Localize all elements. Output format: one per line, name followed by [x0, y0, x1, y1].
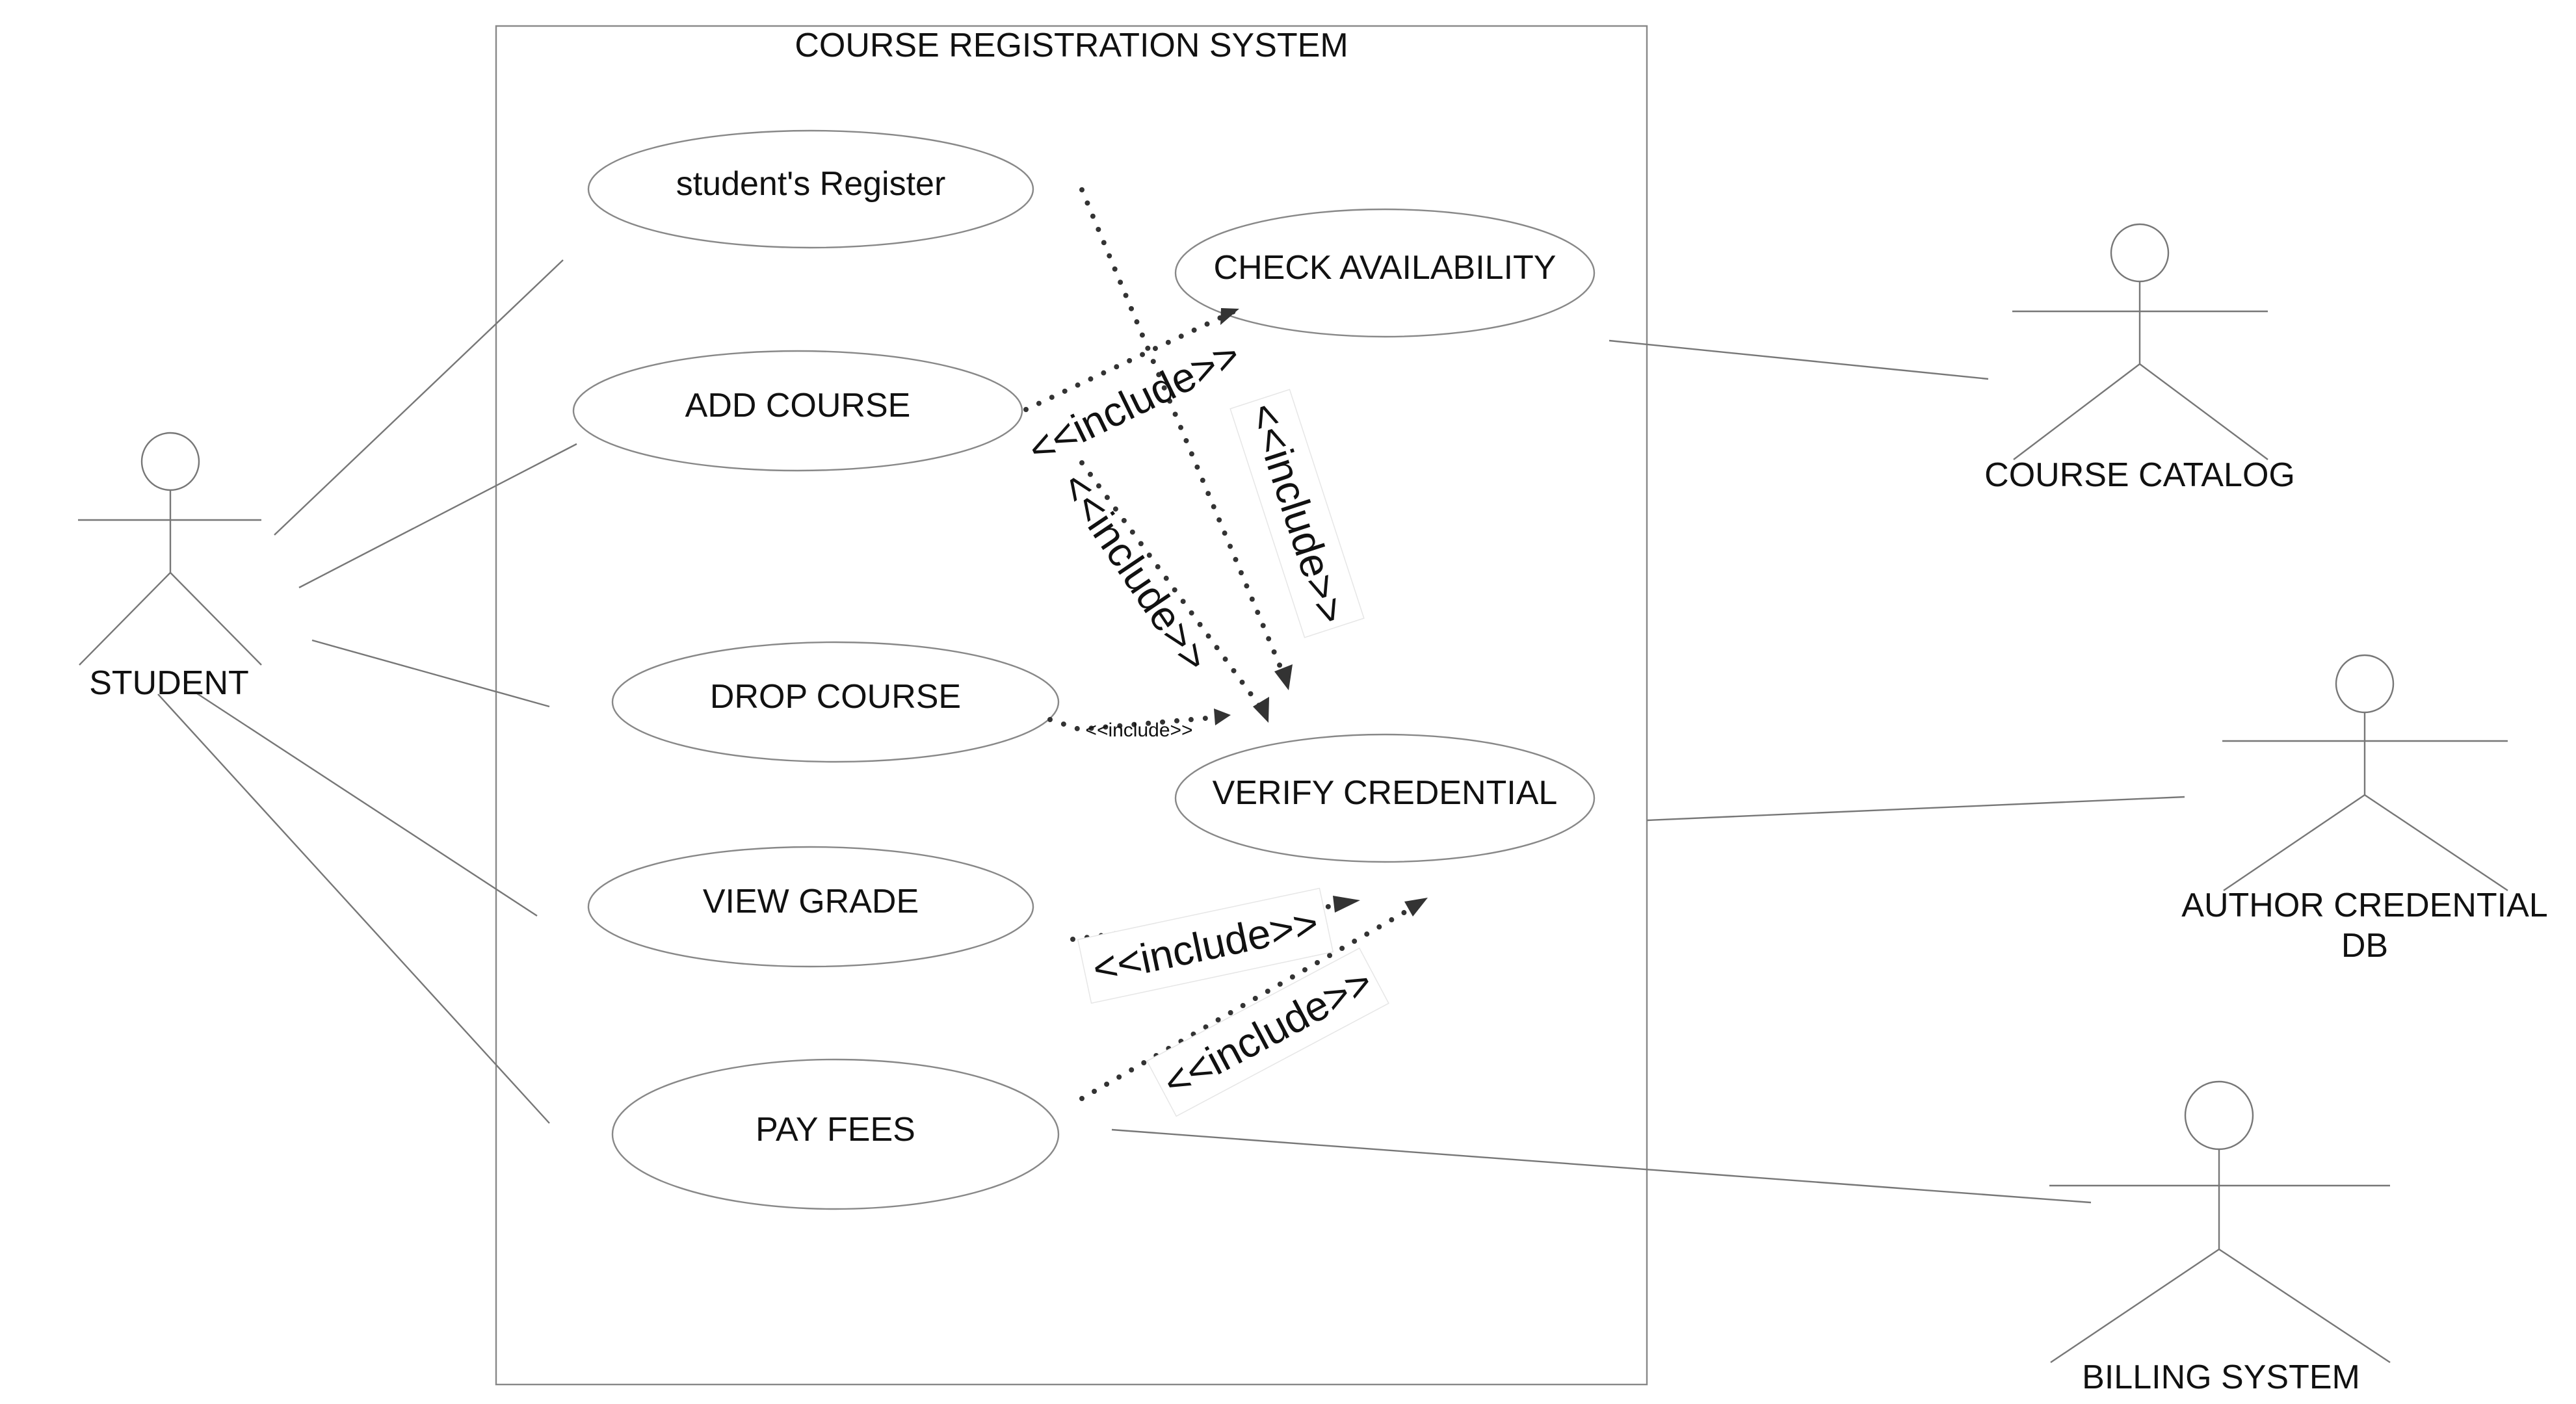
- include-arrowhead-add-to-check: [1220, 308, 1239, 325]
- assoc-student-add-course: [298, 443, 577, 589]
- use-case-view-grade[interactable]: VIEW GRADE: [587, 846, 1034, 968]
- actor-author-db-label-line2: DB: [2341, 927, 2388, 965]
- actor-author-credential-db[interactable]: AUTHOR CREDENTIAL DB: [2181, 654, 2548, 965]
- use-case-view-grade-label: VIEW GRADE: [703, 883, 919, 920]
- actor-billing-label: BILLING SYSTEM: [2082, 1358, 2360, 1396]
- use-case-register-label: student's Register: [676, 165, 946, 203]
- use-case-pay-fees[interactable]: PAY FEES: [611, 1058, 1060, 1210]
- use-case-add-course[interactable]: ADD COURSE: [572, 350, 1023, 472]
- include-arrowhead-add-to-verify: [1253, 697, 1269, 723]
- system-title: COURSE REGISTRATION SYSTEM: [795, 27, 1348, 64]
- actor-course-catalog-left-leg: [2013, 363, 2140, 460]
- actor-billing-system[interactable]: BILLING SYSTEM: [2049, 1080, 2391, 1396]
- assoc-check-availability-catalog: [1609, 339, 1989, 380]
- assoc-student-register: [274, 259, 564, 536]
- assoc-student-drop-course: [311, 639, 550, 708]
- include-arrow-drop-to-verify: [1047, 714, 1224, 733]
- actor-author-db-right-leg: [2364, 794, 2508, 891]
- assoc-student-view-grade: [194, 691, 538, 917]
- assoc-student-pay-fees: [157, 694, 550, 1124]
- include-arrowhead-register-to-verify: [1274, 664, 1293, 690]
- actor-author-db-left-leg: [2223, 794, 2365, 891]
- actor-billing-right-leg: [2218, 1248, 2391, 1364]
- actor-course-catalog-right-leg: [2139, 363, 2268, 460]
- include-arrowhead-drop-to-verify: [1214, 708, 1231, 725]
- actor-author-db-label-line1: AUTHOR CREDENTIAL: [2181, 887, 2547, 924]
- actor-student-left-leg: [79, 572, 171, 666]
- actor-student[interactable]: STUDENT: [78, 432, 262, 702]
- actor-billing-head: [2184, 1080, 2254, 1150]
- actor-billing-left-leg: [2050, 1249, 2220, 1363]
- use-case-drop-course-label: DROP COURSE: [710, 678, 961, 716]
- assoc-system-author-db: [1646, 796, 2185, 822]
- include-arrow-add-to-check: [1023, 308, 1238, 412]
- actor-course-catalog-label: COURSE CATALOG: [1984, 456, 2295, 494]
- actor-student-right-leg: [170, 572, 262, 666]
- actor-student-label: STUDENT: [89, 664, 249, 702]
- use-case-add-course-label: ADD COURSE: [685, 387, 911, 424]
- assoc-pay-fees-billing: [1111, 1128, 2092, 1204]
- include-arrowhead-view-grade: [1333, 896, 1360, 913]
- include-arrow-register-to-verify: [1079, 187, 1287, 679]
- use-case-check-availability[interactable]: CHECK AVAILABILITY: [1174, 208, 1596, 338]
- actor-course-catalog[interactable]: COURSE CATALOG: [1984, 223, 2295, 494]
- use-case-verify-credential[interactable]: VERIFY CREDENTIAL: [1174, 733, 1596, 863]
- use-case-check-availability-label: CHECK AVAILABILITY: [1214, 249, 1557, 287]
- use-case-verify-credential-label: VERIFY CREDENTIAL: [1213, 774, 1558, 812]
- include-text-drop-to-verify: <<include>>: [1085, 720, 1192, 741]
- actor-course-catalog-head: [2110, 223, 2170, 283]
- include-arrowhead-pay-fees: [1404, 898, 1428, 916]
- actor-student-head: [140, 432, 200, 491]
- use-case-drop-course[interactable]: DROP COURSE: [611, 641, 1060, 763]
- actor-author-db-head: [2335, 654, 2395, 714]
- use-case-pay-fees-label: PAY FEES: [756, 1111, 915, 1149]
- use-case-register[interactable]: student's Register: [587, 129, 1034, 249]
